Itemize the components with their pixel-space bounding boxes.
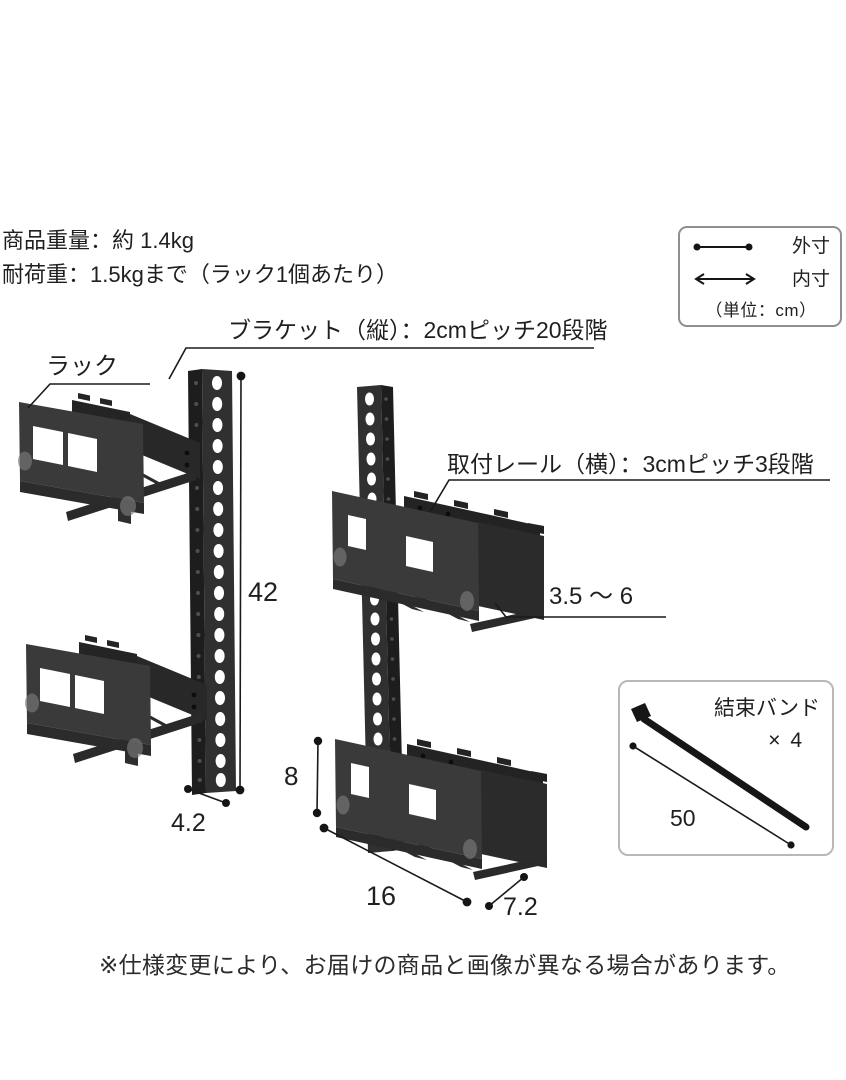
disclaimer-note: ※仕様変更により、お届けの商品と画像が異なる場合があります。 xyxy=(99,952,791,978)
dim-7-2 xyxy=(485,873,528,910)
dim-rack-width-label: 16 xyxy=(366,881,397,911)
right-lower-rack xyxy=(335,739,547,880)
left-upper-rack xyxy=(18,393,200,524)
dim-tie-length-label: 50 xyxy=(670,805,696,831)
bracket-callout-line xyxy=(168,347,594,380)
dim-42 xyxy=(235,371,246,795)
bracket-callout-label: ブラケット（縦）：2cmピッチ20段階 xyxy=(228,317,608,343)
dim-rack-offset-label: 8 xyxy=(284,761,299,791)
outer-dimension-icon xyxy=(693,243,753,251)
dim-bracket-width-label: 4.2 xyxy=(171,809,206,837)
legend-outer-label: 外寸 xyxy=(791,236,830,258)
left-lower-rack xyxy=(25,635,207,766)
cable-tie-box: 結束バンド × 4 50 xyxy=(618,680,834,856)
legend-unit-label: （単位：cm） xyxy=(705,300,817,320)
cable-tie-count-label: × 4 xyxy=(768,729,804,752)
dim-inner-depth-label: 3.5 ～ 6 xyxy=(549,583,634,610)
cable-tie-drawing xyxy=(629,703,810,849)
legend-inner-label: 内寸 xyxy=(791,268,830,290)
cable-tie-name-label: 結束バンド xyxy=(713,697,820,720)
legend-inner-row: 内寸 xyxy=(692,267,830,291)
product-weight-text: 商品重量：約 1.4kg xyxy=(2,228,194,253)
dim-8 xyxy=(312,736,323,818)
load-capacity-text: 耐荷重：1.5kgまで（ラック1個あたり） xyxy=(2,262,399,287)
dimension-legend-box: 外寸 内寸 （単位：cm） xyxy=(678,226,842,327)
inner-depth-callout-line xyxy=(494,602,666,618)
dim-16 xyxy=(319,823,472,907)
dim-4-2 xyxy=(184,785,230,807)
rack-callout-line xyxy=(27,383,150,409)
dim-bracket-height-label: 42 xyxy=(248,577,279,607)
rail-callout-line xyxy=(429,479,830,513)
rail-callout-label: 取付レール（横）：3cmピッチ3段階 xyxy=(447,451,814,477)
inner-dimension-icon xyxy=(694,273,756,286)
rack-callout-label: ラック xyxy=(46,353,118,380)
dim-rack-depth-label: 7.2 xyxy=(503,893,538,921)
left-bracket-drawing xyxy=(188,369,236,795)
legend-outer-row: 外寸 xyxy=(692,235,830,259)
